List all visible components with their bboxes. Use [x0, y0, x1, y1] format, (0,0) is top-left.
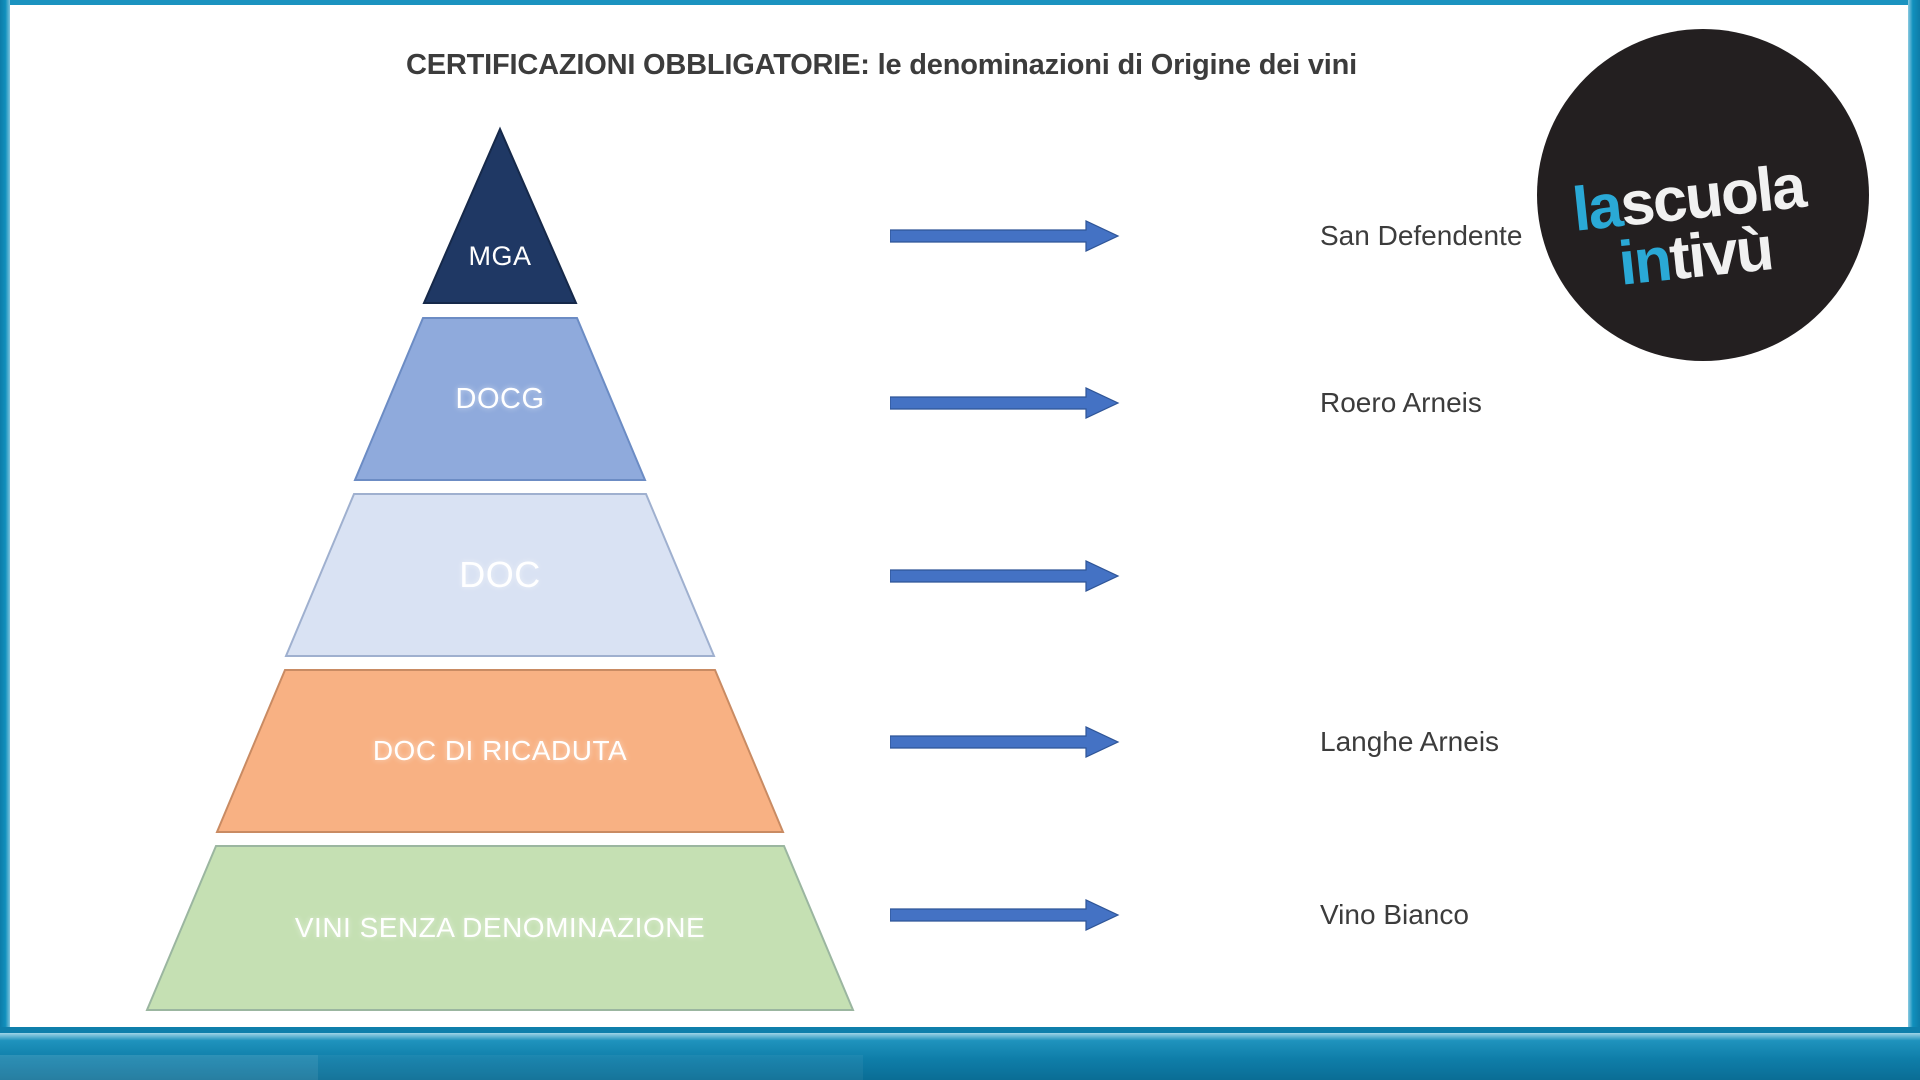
frame-top-border — [0, 0, 1920, 5]
player-bottom-bar[interactable] — [0, 1033, 1920, 1080]
pyramid-tier-doc-shape — [284, 493, 716, 657]
pyramid-tier-mga[interactable]: MGA — [120, 125, 880, 307]
example-row-doc-di-ricaduta: Langhe Arneis — [890, 722, 1499, 762]
pyramid-tier-doc-label: DOC — [459, 554, 541, 595]
example-label-docg: Roero Arneis — [1320, 387, 1482, 418]
example-label-vini-senza-denominazione: Vino Bianco — [1320, 899, 1469, 930]
logo-line-2: intivù — [1615, 213, 1775, 300]
pyramid-tier-docg-label: DOCG — [455, 382, 545, 415]
pyramid-tier-mga-label: MGA — [468, 240, 532, 271]
pyramid-tier-vini-senza-denominazione-label: VINI SENZA DENOMINAZIONE — [294, 912, 706, 943]
pyramid-tier-doc-di-ricaduta-label: DOC DI RICADUTA — [372, 735, 628, 766]
arrow-right-icon — [890, 560, 1120, 592]
frame-right-border — [1908, 0, 1920, 1032]
pyramid-tier-doc-di-ricaduta-shape — [215, 669, 785, 833]
example-row-vini-senza-denominazione: Vino Bianco — [890, 895, 1469, 935]
slide-canvas: CERTIFICAZIONI OBBLIGATORIE: le denomina… — [10, 5, 1908, 1027]
player-bar-segment-middle — [318, 1055, 863, 1080]
logo-text-in: in — [1615, 224, 1674, 299]
pyramid-tier-doc-di-ricaduta[interactable]: DOC DI RICADUTA — [120, 667, 880, 835]
pyramid-tier-vini-senza-denominazione[interactable]: VINI SENZA DENOMINAZIONE — [120, 843, 880, 1013]
pyramid-tier-mga-shape — [422, 126, 578, 304]
arrow-right-icon — [890, 726, 1120, 758]
frame-bottom-border — [0, 1027, 1920, 1033]
slide-title: CERTIFICAZIONI OBBLIGATORIE: le denomina… — [406, 49, 1358, 81]
example-row-mga: San Defendente — [890, 216, 1522, 256]
arrow-right-icon — [890, 387, 1120, 419]
pyramid-tier-doc[interactable]: DOC — [120, 491, 880, 659]
example-row-doc — [890, 556, 1320, 596]
pyramid-tier-vini-senza-denominazione-shape — [145, 845, 855, 1011]
pyramid-tier-docg[interactable]: DOCG — [120, 315, 880, 483]
example-label-mga: San Defendente — [1320, 220, 1523, 251]
pyramid-tier-docg-shape — [353, 317, 647, 481]
player-bar-segment-left — [0, 1055, 318, 1080]
arrow-right-icon — [890, 899, 1120, 931]
arrow-right-icon — [890, 220, 1120, 252]
example-row-docg: Roero Arneis — [890, 383, 1482, 423]
logo-text-tivu: tivù — [1666, 214, 1776, 294]
example-label-doc-di-ricaduta: Langhe Arneis — [1320, 726, 1500, 757]
pyramid-diagram: MGA DOCG DOC DOC DI RICADUTA — [120, 125, 880, 1011]
channel-logo: lascuola intivù — [1537, 29, 1869, 361]
frame-left-border — [0, 0, 10, 1032]
